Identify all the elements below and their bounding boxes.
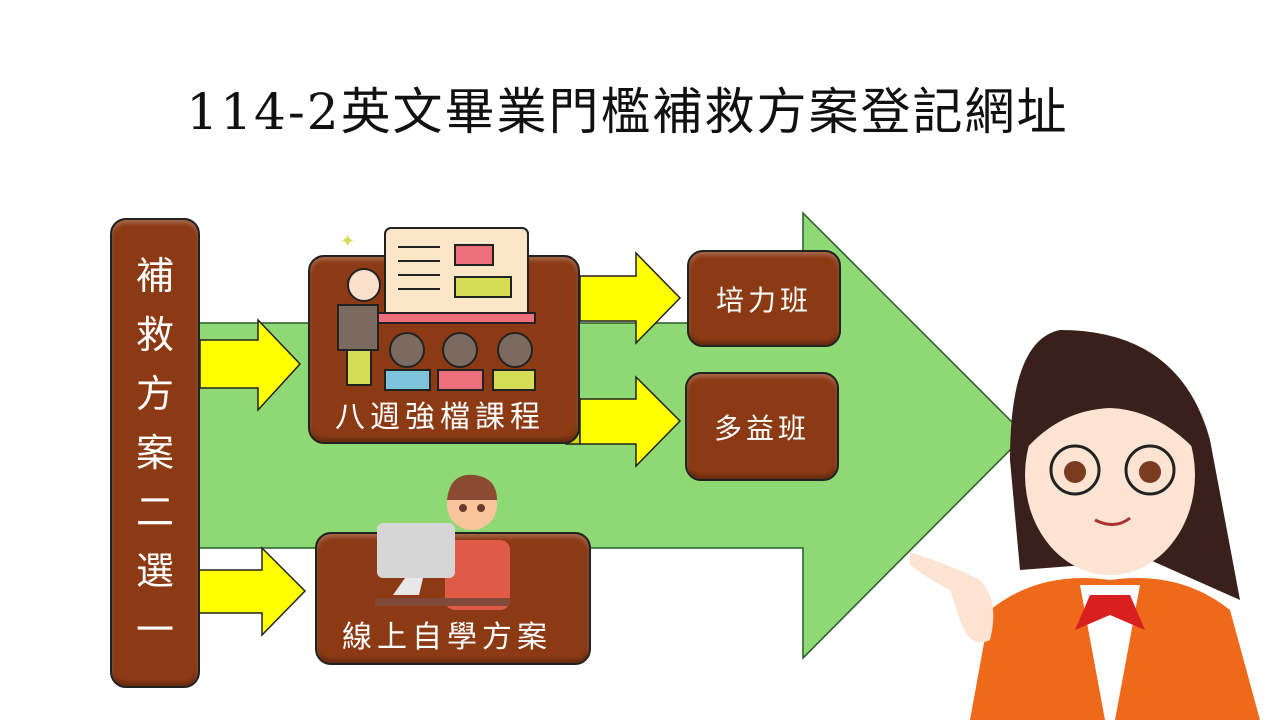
- sparkle-icon: ✦: [340, 231, 355, 252]
- main-char: 案: [135, 430, 174, 475]
- teacher-class-icon: ✦: [337, 227, 536, 391]
- yellow-arrow-to-online: [181, 546, 307, 637]
- page-title: 114-2英文畢業門檻補救方案登記網址: [186, 83, 1069, 141]
- main-char: 方: [135, 371, 174, 416]
- pointing-girl-illustration: [910, 330, 1260, 720]
- main-char: 補: [135, 253, 174, 298]
- main-char: 救: [135, 312, 174, 357]
- main-char: 二: [135, 489, 174, 534]
- main-char: 選: [135, 548, 174, 593]
- eight-week-course-label: 八週強檔課程: [335, 400, 545, 435]
- toeic-class-box[interactable]: 多益班: [685, 372, 839, 481]
- online-self-study-label: 線上自學方案: [342, 620, 552, 655]
- computer-user-icon: [375, 474, 510, 610]
- remedial-plans-box: 補 救 方 案 二 選 一: [110, 218, 200, 688]
- peili-class-box[interactable]: 培力班: [687, 250, 841, 347]
- main-char: 一: [135, 607, 174, 652]
